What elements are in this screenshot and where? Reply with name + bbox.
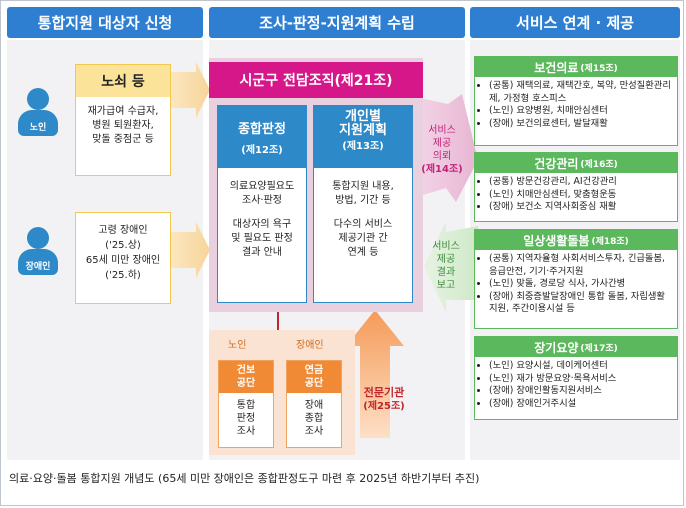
disabled-box-line: 고령 장애인 <box>98 225 148 236</box>
expert-agency-article: (제25조) <box>363 401 405 412</box>
report-label-line: 보고 <box>436 280 456 291</box>
agency-name: 공단 <box>304 378 324 389</box>
agency-task: 조사 <box>304 426 324 437</box>
card-text: 조사·판정 <box>242 195 282 206</box>
elderly-box-line: 병원 퇴원환자, <box>92 120 154 131</box>
label-elderly: 노인 <box>228 340 247 351</box>
service-card-daily-care: 일상생활돌봄(제18조) (공통) 지역자율형 사회서비스투자, 긴급돌봄, 응… <box>474 229 678 329</box>
service-card-long-term-care: 장기요양(제17조) (노인) 요양시설, 데이케어센터 (노인) 재가 방문요… <box>474 336 678 420</box>
service-article: (제16조) <box>580 159 618 170</box>
request-label-line: 의뢰 <box>432 151 452 162</box>
agency-name: 공단 <box>236 378 256 389</box>
service-article: (제17조) <box>580 343 618 354</box>
service-item: (공통) 지역자율형 사회서비스투자, 긴급돌봄, 응급안전, 기기·주거지원 <box>489 253 671 278</box>
service-title: 건강관리 <box>534 156 579 171</box>
card-article: (제13조) <box>342 141 384 152</box>
service-item: (장애) 보건소 지역사회중심 재활 <box>489 201 671 214</box>
arrow-elderly-to-assessment <box>166 62 210 118</box>
org-title: 시군구 전담조직(제21조) <box>209 62 423 98</box>
expert-agency-label: 전문기관 (제25조) <box>356 386 412 414</box>
service-article: (제15조) <box>580 63 618 74</box>
label-disabled: 장애인 <box>296 340 324 351</box>
header-service: 서비스 연계 · 제공 <box>470 7 680 38</box>
individual-support-plan-card: 개인별 지원계획 (제13조) 통합지원 내용, 방법, 기간 등 다수의 서비… <box>313 105 413 303</box>
agency-task: 판정 <box>236 413 256 424</box>
elderly-box-title: 노쇠 등 <box>76 65 170 97</box>
arrow-report-result <box>424 222 478 312</box>
disabled-applicant-box: 고령 장애인 ('25.상) 65세 미만 장애인 ('25.하) <box>75 212 171 304</box>
service-card-healthcare: 보건의료(제15조) (공통) 재택의료, 재택간호, 복약, 만성질환관리제,… <box>474 56 678 146</box>
report-label: 서비스 제공 결과 보고 <box>426 240 466 292</box>
card-text: 의료요양필요도 <box>229 181 295 192</box>
disabled-person-icon: 장애인 <box>18 227 58 283</box>
agency-task: 조사 <box>236 426 256 437</box>
request-label-line: 제공 <box>432 138 452 149</box>
card-text: 연계 등 <box>347 247 379 258</box>
card-text: 결과 안내 <box>242 247 282 258</box>
elderly-box-line: 맞돌 중점군 등 <box>92 134 154 145</box>
elderly-person-icon: 노인 <box>18 88 58 144</box>
card-text: 및 필요도 판정 <box>231 233 293 244</box>
arrow-disabled-to-assessment <box>166 222 210 278</box>
card-text: 제공기관 간 <box>338 233 388 244</box>
report-label-line: 결과 <box>436 267 456 278</box>
card-text: 통합지원 내용, <box>332 181 394 192</box>
arrow-request-service <box>420 94 478 202</box>
report-label-line: 서비스 <box>432 241 460 252</box>
request-label-line: 서비스 <box>428 125 456 136</box>
elderly-applicant-box: 노쇠 등 재가급여 수급자, 병원 퇴원환자, 맞돌 중점군 등 <box>75 64 171 176</box>
agency-task: 장애 <box>304 400 324 411</box>
service-item: (노인) 요양시설, 데이케어센터 <box>489 360 671 373</box>
service-article: (제18조) <box>591 236 629 247</box>
disabled-box-line: ('25.상) <box>105 240 141 251</box>
service-item: (공통) 방문건강관리, AI건강관리 <box>489 176 671 189</box>
card-title: 개인별 <box>345 109 381 124</box>
service-item: (노인) 요양병원, 치매안심센터 <box>489 105 671 118</box>
disabled-box-line: ('25.하) <box>105 270 141 281</box>
expert-agency-name: 전문기관 <box>363 386 405 399</box>
nps-card: 연금 공단 장애 종합 조사 <box>286 360 342 448</box>
figure-caption: 의료·요양·돌봄 통합지원 개념도 (65세 미만 장애인은 종합판정도구 마련… <box>9 472 480 485</box>
service-title: 장기요양 <box>534 340 579 355</box>
service-item: (장애) 장애인활동지원서비스 <box>489 385 671 398</box>
disabled-box-line: 65세 미만 장애인 <box>85 255 161 266</box>
card-text: 방법, 기간 등 <box>335 195 391 206</box>
service-card-health-management: 건강관리(제16조) (공통) 방문건강관리, AI건강관리 (노인) 치매안심… <box>474 152 678 222</box>
card-article: (제12조) <box>241 145 283 156</box>
service-title: 일상생활돌봄 <box>523 233 590 248</box>
service-item: (노인) 맞돌, 경로당 식사, 가사간병 <box>489 278 671 291</box>
service-item: (장애) 보건의료센터, 발달재활 <box>489 118 671 131</box>
card-title: 종합판정 <box>238 122 286 137</box>
nhis-card: 건보 공단 통합 판정 조사 <box>218 360 274 448</box>
card-title: 지원계획 <box>339 123 387 138</box>
elderly-box-line: 재가급여 수급자, <box>87 106 159 117</box>
comprehensive-assessment-card: 종합판정 (제12조) 의료요양필요도 조사·판정 대상자의 욕구 및 필요도 … <box>217 105 307 303</box>
request-label-article: (제14조) <box>421 164 463 175</box>
agency-task: 종합 <box>304 413 324 424</box>
service-item: (노인) 치매안심센터, 맞춤형운동 <box>489 189 671 202</box>
card-text: 다수의 서비스 <box>333 219 393 230</box>
service-item: (장애) 최중증발달장애인 통합 돌봄, 자립생활지원, 주간이용시설 등 <box>489 291 671 316</box>
agency-task: 통합 <box>236 400 256 411</box>
header-applicant: 통합지원 대상자 신청 <box>7 7 203 38</box>
service-item: (공통) 재택의료, 재택간호, 복약, 만성질환관리제, 가정형 호스피스 <box>489 80 671 105</box>
arrow-expert-up <box>346 310 404 438</box>
service-item: (장애) 장애인거주시설 <box>489 398 671 411</box>
service-title: 보건의료 <box>534 60 579 75</box>
agency-name: 연금 <box>304 365 324 376</box>
card-text: 대상자의 욕구 <box>232 219 292 230</box>
header-assessment: 조사-판정-지원계획 수립 <box>209 7 465 38</box>
agency-name: 건보 <box>236 365 256 376</box>
report-label-line: 제공 <box>436 254 456 265</box>
request-label: 서비스 제공 의뢰 (제14조) <box>420 124 464 176</box>
service-item: (노인) 재가 방문요양·목욕서비스 <box>489 373 671 386</box>
